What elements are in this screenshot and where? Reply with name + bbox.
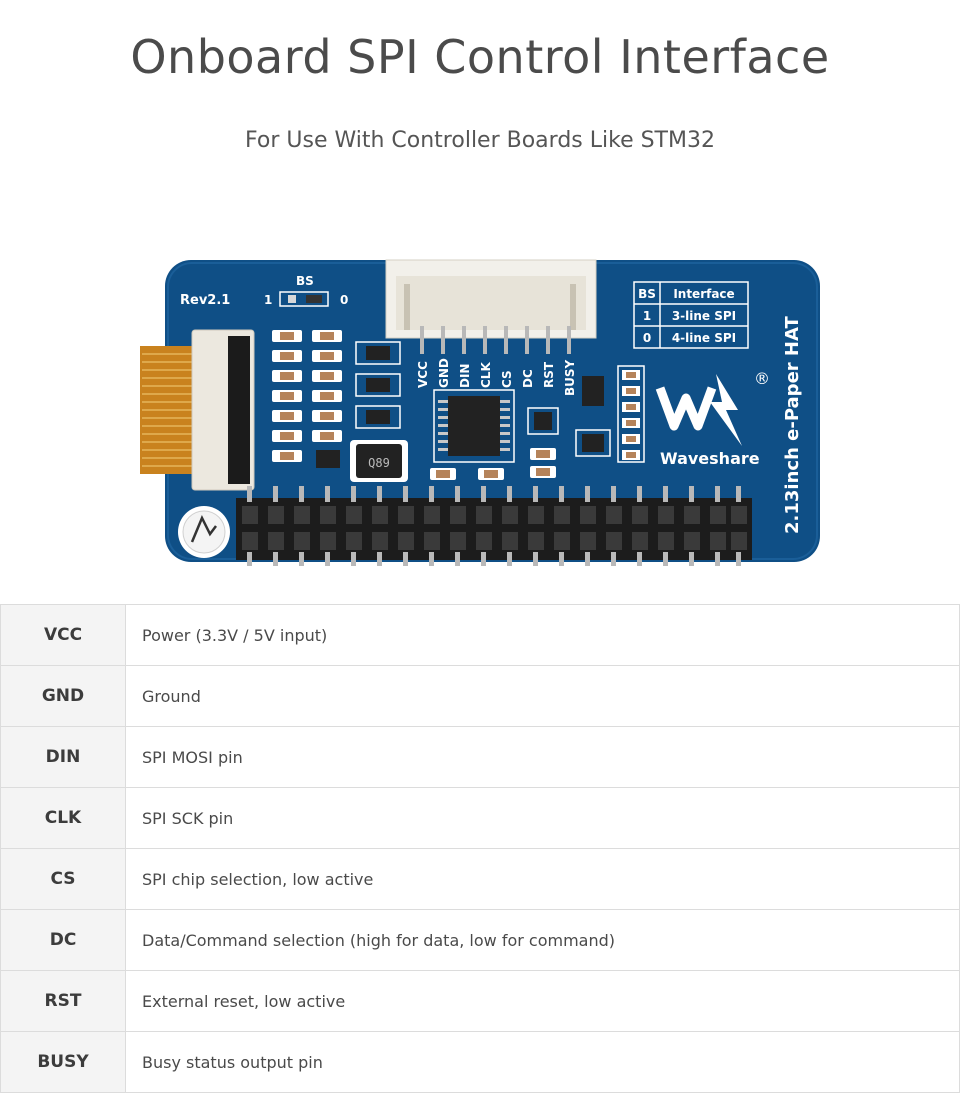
pin-label-gnd: GND — [437, 358, 451, 388]
smd-transistors — [316, 341, 401, 468]
table-row: CS SPI chip selection, low active — [0, 848, 960, 910]
page-title: Onboard SPI Control Interface — [130, 30, 830, 84]
board-svg: Rev2.1 BS 1 0 Q89 — [140, 259, 820, 566]
bs-jumper-outline — [279, 291, 329, 307]
interface-row1-value: 3-line SPI — [672, 309, 736, 323]
epaper-hat-board-illustration: Rev2.1 BS 1 0 Q89 — [130, 250, 830, 570]
waveshare-logo-icon — [655, 374, 742, 446]
pin-label-vcc: VCC — [416, 361, 430, 388]
page-subtitle: For Use With Controller Boards Like STM3… — [245, 128, 715, 153]
pin-desc-cell: Ground — [125, 665, 960, 727]
interface-selection-table: BS Interface 1 3-line SPI 0 4-line SPI — [633, 281, 749, 349]
pin-desc-cell: SPI chip selection, low active — [125, 848, 960, 910]
main-ic — [433, 389, 515, 463]
smd-small-components — [430, 376, 611, 480]
pin-label-busy: BUSY — [563, 359, 577, 396]
mounting-hole — [178, 506, 230, 558]
pin-name-cell: BUSY — [0, 1031, 126, 1093]
gpio-pin-header — [236, 486, 752, 566]
product-name: 2.13inch e-Paper HAT — [782, 315, 803, 534]
pin-name-cell: DIN — [0, 726, 126, 788]
inductor-marking: Q89 — [368, 456, 390, 470]
table-row: GND Ground — [0, 665, 960, 727]
table-row: RST External reset, low active — [0, 970, 960, 1032]
pin-label-dc: DC — [521, 369, 535, 388]
pin-desc-cell: Power (3.3V / 5V input) — [125, 604, 960, 666]
interface-header-bs: BS — [638, 287, 656, 301]
pin-description-table: VCC Power (3.3V / 5V input) GND Ground D… — [0, 604, 960, 1093]
pin-name-cell: CLK — [0, 787, 126, 849]
table-row: VCC Power (3.3V / 5V input) — [0, 604, 960, 666]
pin-label-clk: CLK — [479, 362, 493, 388]
smd-resistor-array — [272, 330, 342, 462]
pin-desc-cell: Busy status output pin — [125, 1031, 960, 1093]
interface-row1-bs: 1 — [643, 309, 651, 323]
pin-name-cell: RST — [0, 970, 126, 1032]
pin-label-cs: CS — [500, 370, 514, 388]
smd-resistor-column — [617, 365, 645, 463]
revision-label: Rev2.1 — [180, 293, 230, 308]
pin-label-rst: RST — [542, 361, 556, 388]
interface-row2-bs: 0 — [643, 331, 651, 345]
pin-label-din: DIN — [458, 364, 472, 388]
pin-desc-cell: Data/Command selection (high for data, l… — [125, 909, 960, 971]
pin-desc-cell: SPI MOSI pin — [125, 726, 960, 788]
interface-header-interface: Interface — [673, 287, 734, 301]
table-row: DIN SPI MOSI pin — [0, 726, 960, 788]
bs-one-label: 1 — [264, 293, 272, 307]
pin-desc-cell: SPI SCK pin — [125, 787, 960, 849]
pin-name-cell: VCC — [0, 604, 126, 666]
bs-zero-label: 0 — [340, 293, 348, 307]
bs-label: BS — [296, 274, 314, 288]
interface-row2-value: 4-line SPI — [672, 331, 736, 345]
pin-name-cell: DC — [0, 909, 126, 971]
table-row: CLK SPI SCK pin — [0, 787, 960, 849]
pin-name-cell: CS — [0, 848, 126, 910]
pin-desc-cell: External reset, low active — [125, 970, 960, 1032]
registered-mark: ® — [754, 369, 770, 388]
brand-name: Waveshare — [660, 449, 760, 468]
table-row: DC Data/Command selection (high for data… — [0, 909, 960, 971]
table-row: BUSY Busy status output pin — [0, 1031, 960, 1093]
pin-name-cell: GND — [0, 665, 126, 727]
